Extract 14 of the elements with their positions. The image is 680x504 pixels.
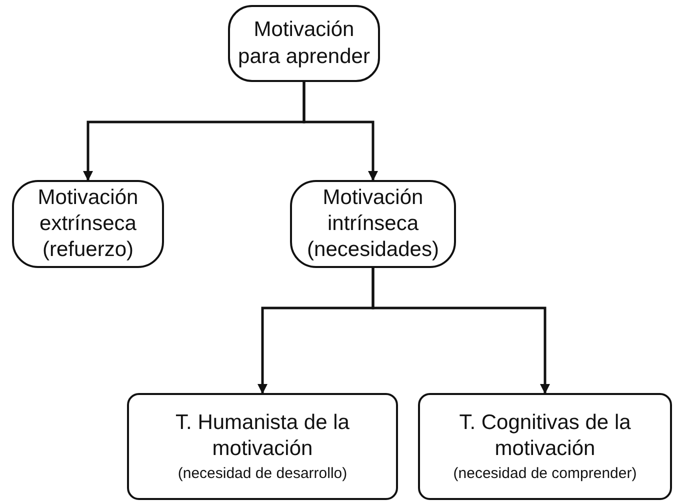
- node-title: Motivación intrínseca (necesidades): [306, 184, 440, 264]
- process-box: [418, 393, 672, 500]
- rounded-box: [228, 5, 380, 82]
- node-title: Motivación extrínseca (refuerzo): [36, 184, 140, 264]
- process-box: [127, 393, 398, 500]
- connector-arrow: [372, 268, 550, 394]
- rounded-box: [12, 180, 164, 268]
- rounded-box: [290, 180, 456, 268]
- node-subtitle: (necesidad de desarrollo): [178, 464, 348, 484]
- connector-arrow: [302, 82, 378, 181]
- node-title: Motivación para aprender: [237, 17, 371, 70]
- node-title: T. Cognitivas de la motivación: [458, 410, 632, 462]
- node-title: T. Humanista de la motivación: [174, 410, 350, 462]
- node-subtitle: (necesidad de comprender): [453, 464, 637, 484]
